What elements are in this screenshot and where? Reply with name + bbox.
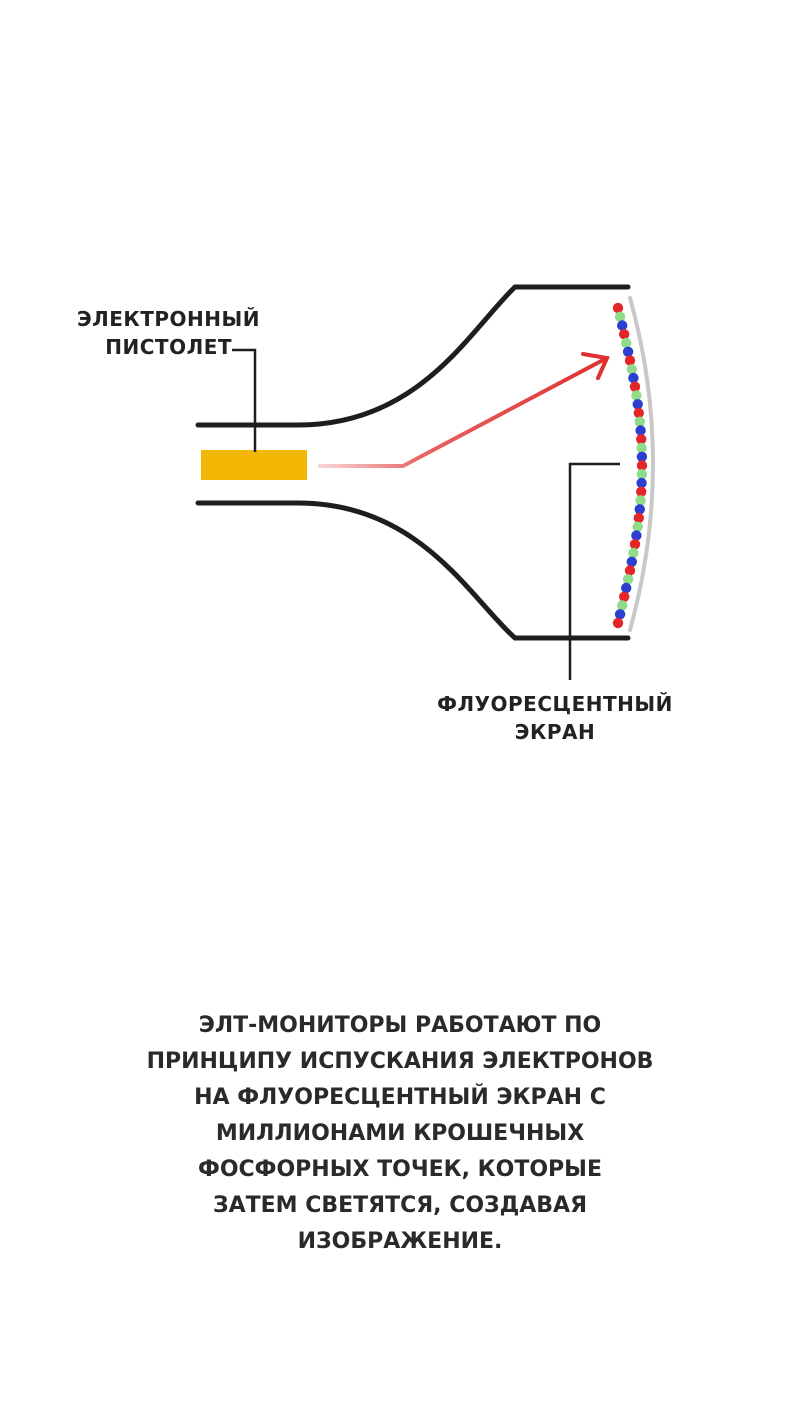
phosphor-dot bbox=[622, 574, 634, 585]
phosphor-dots bbox=[612, 302, 648, 629]
phosphor-dot bbox=[636, 477, 647, 489]
phosphor-dot bbox=[632, 399, 643, 410]
tube-outline-bottom bbox=[195, 500, 631, 641]
phosphor-dot bbox=[622, 346, 634, 357]
phosphor-dot bbox=[635, 495, 646, 506]
phosphor-dot bbox=[633, 512, 644, 524]
phosphor-dot bbox=[626, 364, 637, 375]
phosphor-dot bbox=[636, 442, 647, 454]
caption-line: НА ФЛУОРЕСЦЕНТНЫЙ ЭКРАН С bbox=[194, 1085, 606, 1110]
fluorescent-screen-label-line-2: ЭКРАН bbox=[514, 720, 596, 744]
phosphor-dot bbox=[619, 329, 630, 340]
phosphor-dot bbox=[614, 311, 626, 322]
beam-arrowhead bbox=[581, 352, 610, 380]
phosphor-dot bbox=[624, 355, 636, 366]
phosphor-dot bbox=[624, 565, 636, 576]
electron-gun-label: ЭЛЕКТРОННЫЙ ПИСТОЛЕТ bbox=[40, 305, 260, 361]
phosphor-dot bbox=[636, 451, 648, 462]
electron-beam bbox=[318, 357, 606, 468]
caption-line: ИЗОБРАЖЕНИЕ. bbox=[297, 1229, 503, 1254]
screen-glass bbox=[628, 296, 655, 632]
phosphor-dot bbox=[636, 486, 647, 497]
phosphor-dot bbox=[631, 390, 642, 401]
fluorescent-screen-label-line-1: ФЛУОРЕСЦЕНТНЫЙ bbox=[437, 692, 673, 716]
phosphor-dot bbox=[626, 556, 637, 567]
phosphor-dot bbox=[619, 591, 630, 602]
electron-gun-label-line-2: ПИСТОЛЕТ bbox=[105, 335, 232, 359]
electron-gun bbox=[201, 450, 307, 480]
electron-gun-label-line-1: ЭЛЕКТРОННЫЙ bbox=[76, 307, 260, 331]
gun-label-leader bbox=[232, 348, 257, 452]
tube-outline-top bbox=[195, 284, 631, 428]
phosphor-dot bbox=[636, 469, 648, 480]
phosphor-dot bbox=[612, 617, 624, 629]
phosphor-dot bbox=[617, 600, 628, 611]
phosphor-dot bbox=[635, 425, 646, 436]
phosphor-dot bbox=[633, 407, 644, 419]
phosphor-dot bbox=[629, 381, 641, 392]
caption-line: ЗАТЕМ СВЕТЯТСЯ, СОЗДАВАЯ bbox=[212, 1193, 588, 1218]
phosphor-dot bbox=[631, 530, 642, 541]
fluorescent-screen-label: ФЛУОРЕСЦЕНТНЫЙ ЭКРАН bbox=[400, 690, 710, 746]
phosphor-dot bbox=[621, 582, 632, 594]
crt-diagram bbox=[195, 284, 655, 680]
phosphor-dot bbox=[614, 609, 626, 620]
phosphor-dot bbox=[628, 547, 639, 559]
phosphor-dot bbox=[636, 460, 648, 471]
caption-line: ФОСФОРНЫХ ТОЧЕК, КОТОРЫЕ bbox=[198, 1157, 602, 1182]
phosphor-dot bbox=[628, 372, 639, 384]
caption-text: ЭЛТ-МОНИТОРЫ РАБОТАЮТ ПО ПРИНЦИПУ ИСПУСК… bbox=[60, 1008, 740, 1260]
caption-line: МИЛЛИОНАМИ КРОШЕЧНЫХ bbox=[215, 1121, 585, 1146]
caption-line: ЭЛТ-МОНИТОРЫ РАБОТАЮТ ПО bbox=[198, 1013, 602, 1038]
phosphor-dot bbox=[632, 521, 643, 532]
phosphor-dot bbox=[634, 504, 645, 515]
caption-line: ПРИНЦИПУ ИСПУСКАНИЯ ЭЛЕКТРОНОВ bbox=[146, 1049, 654, 1074]
phosphor-dot bbox=[636, 434, 647, 445]
phosphor-dot bbox=[629, 539, 641, 550]
phosphor-dot bbox=[617, 320, 628, 331]
screen-label-leader bbox=[568, 462, 620, 680]
phosphor-dot bbox=[634, 416, 645, 427]
phosphor-dot bbox=[621, 337, 632, 349]
phosphor-dot bbox=[612, 302, 624, 314]
